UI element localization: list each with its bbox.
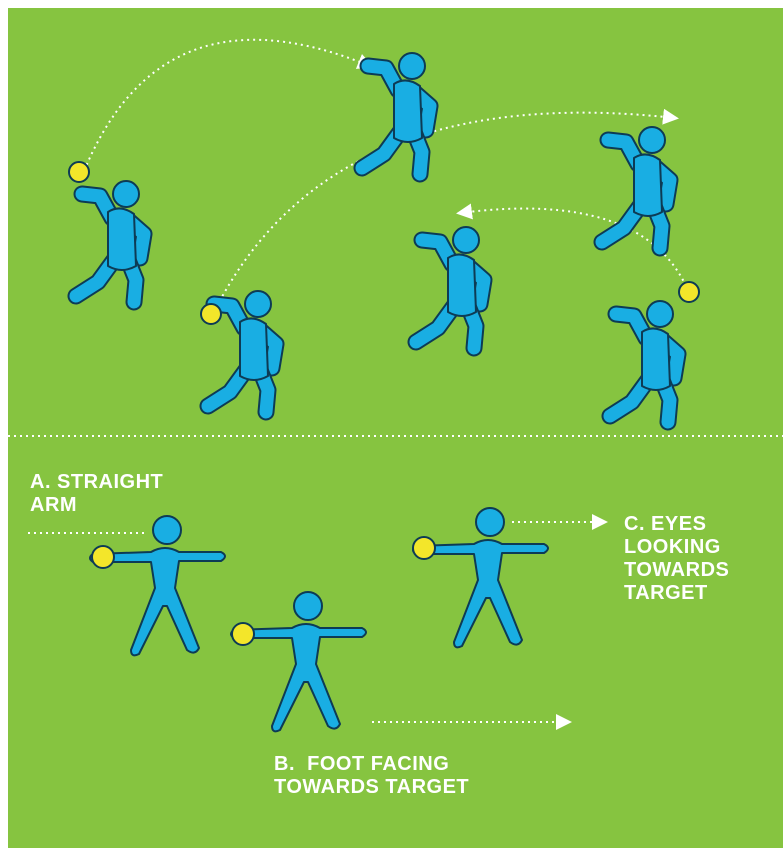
runner-figure-1 [76,181,144,302]
straight-arm-figure [89,515,226,657]
throw-arc-2 [213,108,679,313]
runner-figure-2 [362,53,430,174]
ball [200,303,222,325]
ball [412,536,436,560]
eyes-target-figure [412,507,549,649]
runner-figure-6 [610,301,678,422]
label-eyes-looking: C. EYES LOOKING TOWARDS TARGET [624,513,730,604]
label-foot-facing: B. FOOT FACING TOWARDS TARGET [274,753,470,798]
ball [231,622,255,646]
runner-figure-5 [416,227,484,348]
foot-facing-figure [230,591,367,733]
throw-arc-1 [81,38,374,177]
label-straight-arm: A. STRAIGHT ARM [30,471,164,516]
ball [68,161,90,183]
ball [91,545,115,569]
runner-figure-3 [602,127,670,248]
ball [678,281,700,303]
throw-arc-3 [456,203,687,287]
